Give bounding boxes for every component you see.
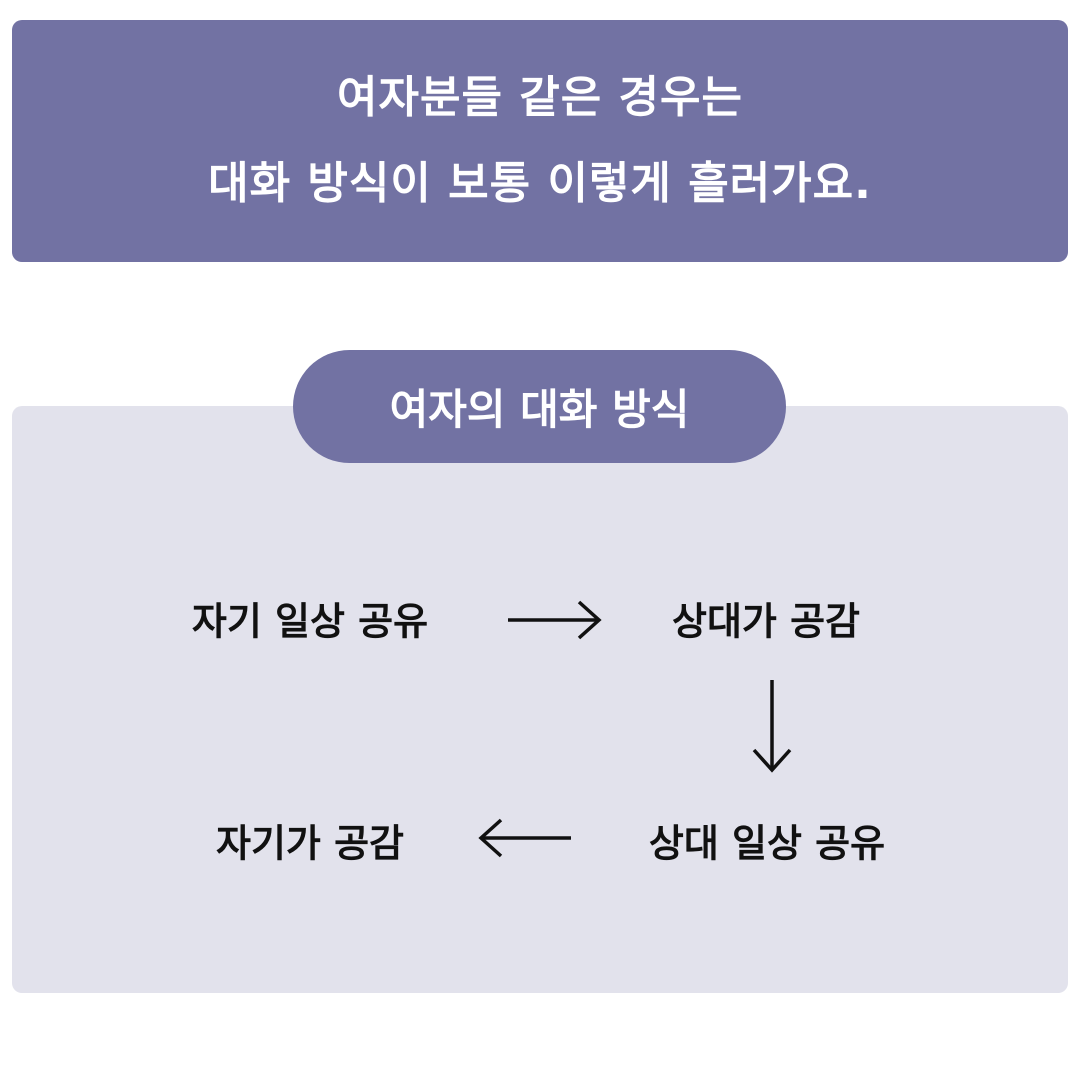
header-line-1: 여자분들 같은 경우는 [337, 72, 743, 123]
section-title: 여자의 대화 방식 [389, 385, 690, 434]
arrow-down-icon [752, 680, 792, 773]
flow-step-self-empathize: 자기가 공감 [215, 821, 405, 866]
arrow-left-icon [478, 818, 571, 858]
section-title-pill: 여자의 대화 방식 [293, 350, 786, 463]
header-line-2: 대화 방식이 보통 이렇게 흘러가요. [208, 158, 872, 209]
flow-step-self-share: 자기 일상 공유 [191, 599, 429, 644]
flow-panel [12, 406, 1068, 993]
header-banner: 여자분들 같은 경우는 대화 방식이 보통 이렇게 흘러가요. [12, 20, 1068, 262]
flow-step-other-share: 상대 일상 공유 [648, 821, 886, 866]
flow-step-other-empathize: 상대가 공감 [671, 599, 861, 644]
arrow-right-icon [508, 600, 602, 640]
